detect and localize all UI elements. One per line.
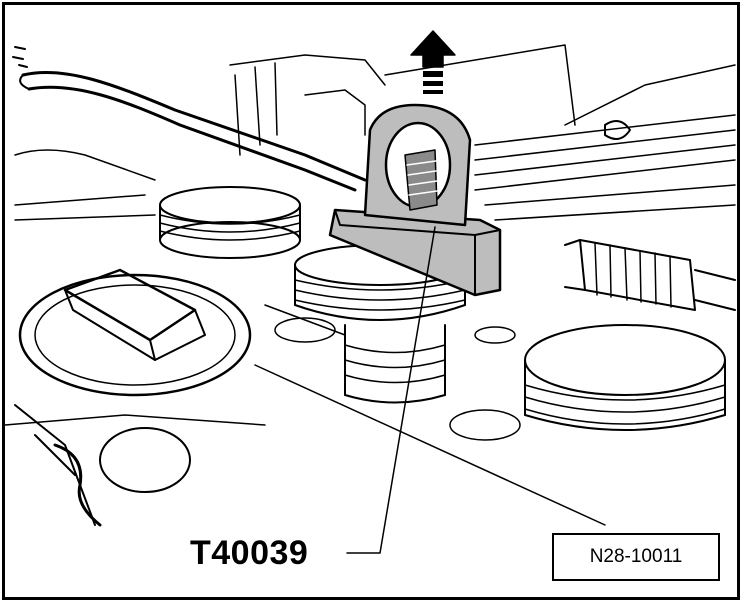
lower-left-parts: [5, 404, 266, 527]
left-cylinder-stack: [159, 186, 301, 259]
callout-leader-line: [346, 226, 436, 554]
up-arrow-icon: [410, 30, 456, 94]
tool-callout-label: T40039: [190, 534, 309, 572]
reference-code-box: N28-10011: [552, 533, 720, 581]
engine-line-drawing: [5, 30, 736, 554]
reservoir-cap: [18, 268, 252, 397]
right-cylinder: [524, 324, 726, 431]
background-engine-outline: [14, 44, 736, 221]
surface-openings: [254, 304, 606, 526]
upper-hose: [12, 46, 367, 192]
tool-t40039: [328, 103, 502, 297]
ribbed-hose: [564, 239, 736, 311]
